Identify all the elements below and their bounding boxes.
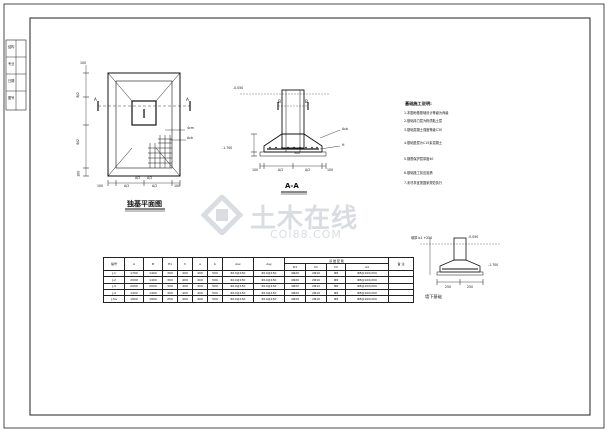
watermark-logo-icon	[200, 195, 244, 235]
table-cell	[388, 295, 414, 303]
plan-section-label-left: A	[94, 97, 97, 102]
plan-title: 独基平面图	[127, 200, 162, 208]
schedule-subheader-row: Dd h1 h2 Ad	[104, 263, 414, 271]
plan-dim-left-1: B/2	[75, 92, 80, 98]
section-elev-top: -0.050	[233, 86, 244, 90]
table-cell: 4Φ20	[284, 295, 306, 303]
section-dim-h1: 300	[294, 151, 301, 155]
section-label-h: H	[342, 143, 345, 147]
note-line-6: 6.基础施工前应验槽	[404, 171, 433, 175]
wall-dim-2: 250	[467, 285, 474, 289]
table-cell: 250	[162, 295, 178, 303]
section-dim-bottom-1: 100	[252, 168, 259, 172]
schedule-table-wrap: 编号 A B H1 h a b Asx Asy 基 础 配 筋 备 注 Dd h…	[103, 256, 414, 303]
title-block-label-1: 结构	[8, 45, 15, 49]
plan-dim-left-3: 100	[76, 170, 81, 177]
table-cell: Φ8@100/200	[345, 295, 389, 303]
plan-dim-top: 100	[80, 61, 87, 65]
section-title: A-A	[285, 182, 299, 190]
wall-dim-1: 250	[445, 285, 452, 289]
section-dim-bottom-3: A/2	[305, 168, 311, 172]
note-line-1: 1.本图地基基础设计等级为丙级	[404, 111, 449, 115]
col-header: Ad	[345, 263, 389, 271]
col-header: 编号	[103, 257, 125, 271]
table-cell: Φ8	[326, 295, 346, 303]
watermark-site: COI88.COM	[270, 228, 342, 241]
title-block-label-3: 日期	[8, 79, 15, 83]
col-header: B	[143, 257, 163, 271]
table-cell: 400	[177, 295, 193, 303]
note-line-5: 5.钢筋保护层厚度40	[404, 157, 434, 161]
col-header: Asx	[222, 257, 254, 271]
table-cell: Φ10@150	[253, 295, 285, 303]
plan-dim-bottom-1: 100	[97, 184, 104, 188]
section-dim-bottom-4: 100	[327, 168, 334, 172]
table-cell	[388, 276, 414, 284]
plan-label-acb: Acb	[187, 136, 193, 140]
section-title-underline	[281, 191, 307, 195]
note-line-4: 4.基础垫层为C15素混凝土	[404, 141, 443, 145]
svg-text:I: I	[142, 107, 146, 121]
table-cell: 2Φ10	[305, 295, 327, 303]
wall-top-label: 墙厚 b1 +250	[411, 236, 433, 240]
table-cell: 1800	[143, 295, 163, 303]
table-cell: 400	[192, 295, 208, 303]
table-cell: 1800	[124, 295, 144, 303]
col-header: A	[124, 257, 144, 271]
col-header: b	[207, 257, 223, 271]
foundation-plan-view: I	[83, 65, 191, 186]
section-label-b-right: B	[305, 99, 308, 104]
col-header: Asy	[253, 257, 285, 271]
title-block-label-2: 专业	[8, 62, 15, 66]
col-header: H1	[162, 257, 178, 271]
table-cell: J-5a	[103, 295, 125, 303]
plan-dim-mid-2: A/2	[147, 176, 153, 180]
plan-title-underline	[125, 208, 165, 212]
plan-dim-bottom-4: 100	[174, 184, 181, 188]
section-view	[240, 89, 341, 169]
plan-dim-left-2: B/2	[75, 139, 80, 145]
plan-dim-bottom-3: A/2	[152, 184, 158, 188]
table-cell	[388, 288, 414, 297]
col-header: a	[192, 257, 208, 271]
col-header: h	[177, 257, 193, 271]
note-line-7: 7.未尽事宜按国家规范执行	[404, 181, 443, 185]
section-label-b-left: B	[278, 99, 281, 104]
plan-label-4cm: 4cm	[187, 126, 194, 130]
note-line-2: 2.基础持力层为粉质黏土层	[404, 119, 443, 123]
plan-dim-bottom-2: A/2	[124, 184, 130, 188]
table-cell	[388, 282, 414, 290]
wall-elev-top: -0.050	[468, 235, 479, 239]
wall-elev-base: -1.700	[488, 263, 499, 267]
notes-title: 基础施工说明:	[405, 101, 432, 106]
watermark-brand: 土木在线	[250, 204, 359, 234]
plan-section-label-right: A	[186, 97, 189, 102]
wall-detail-title: 墙下基础	[425, 294, 442, 299]
wall-footing-detail	[420, 237, 500, 285]
schedule-table: 编号 A B H1 h a b Asx Asy 基 础 配 筋 备 注 Dd h…	[103, 256, 414, 303]
table-cell: Φ10@150	[222, 295, 254, 303]
plan-dim-mid-1: A/2	[135, 176, 141, 180]
table-cell	[388, 269, 414, 278]
section-elev-base: -1.700	[222, 146, 233, 150]
note-line-3: 3.基础混凝土强度等级C30	[404, 128, 443, 132]
section-label-acb: Acb	[342, 127, 348, 131]
title-block-label-4: 图号	[8, 96, 15, 100]
section-dim-bottom-2: A/2	[278, 168, 284, 172]
table-cell: 500	[207, 295, 223, 303]
